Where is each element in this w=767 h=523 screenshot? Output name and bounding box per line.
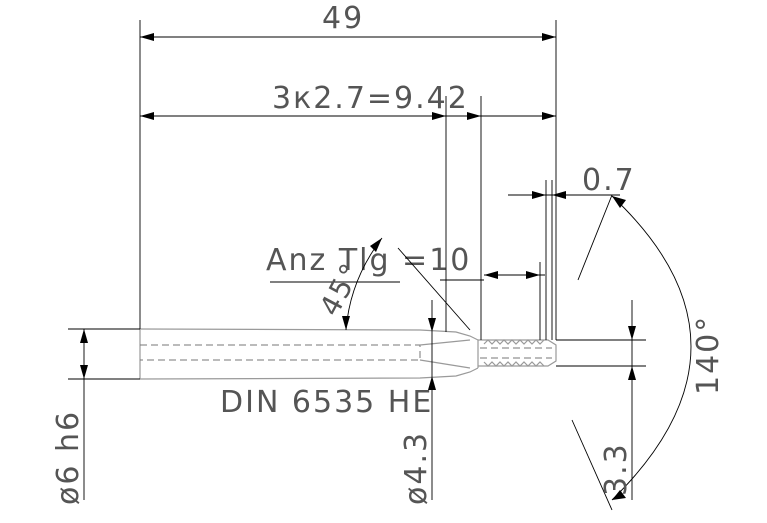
dimension-neck-diameter: ø4.3 (399, 300, 436, 505)
dimension-thread-length: 3к2.7=9.42 (140, 81, 556, 340)
dimension-49: 49 (139, 1, 557, 340)
neck-diameter-label: ø4.3 (399, 431, 434, 505)
dimension-140-deg: 140° (571, 194, 726, 511)
angle-140-label: 140° (691, 315, 726, 395)
dimension-0-7: 0.7 (508, 163, 636, 340)
dimension-45-deg: 45° (270, 237, 471, 331)
chamfer-label: 0.7 (582, 163, 636, 198)
standard-label: DIN 6535 HE (220, 385, 433, 420)
dimension-flutes: Anz Tlg =10 (266, 243, 545, 340)
thread-diameter-label: 3.3 (599, 442, 634, 496)
overall-length-label: 49 (322, 1, 364, 36)
shank-diameter-label: ø6 h6 (51, 410, 86, 505)
dimension-shank-diameter: ø6 h6 (51, 328, 140, 505)
flutes-label: Anz Tlg =10 (266, 243, 471, 278)
dimension-thread-diameter: 3.3 (556, 300, 646, 500)
thread-length-label: 3к2.7=9.42 (272, 81, 469, 116)
tool-body (139, 328, 479, 380)
thread-tip (478, 339, 557, 367)
